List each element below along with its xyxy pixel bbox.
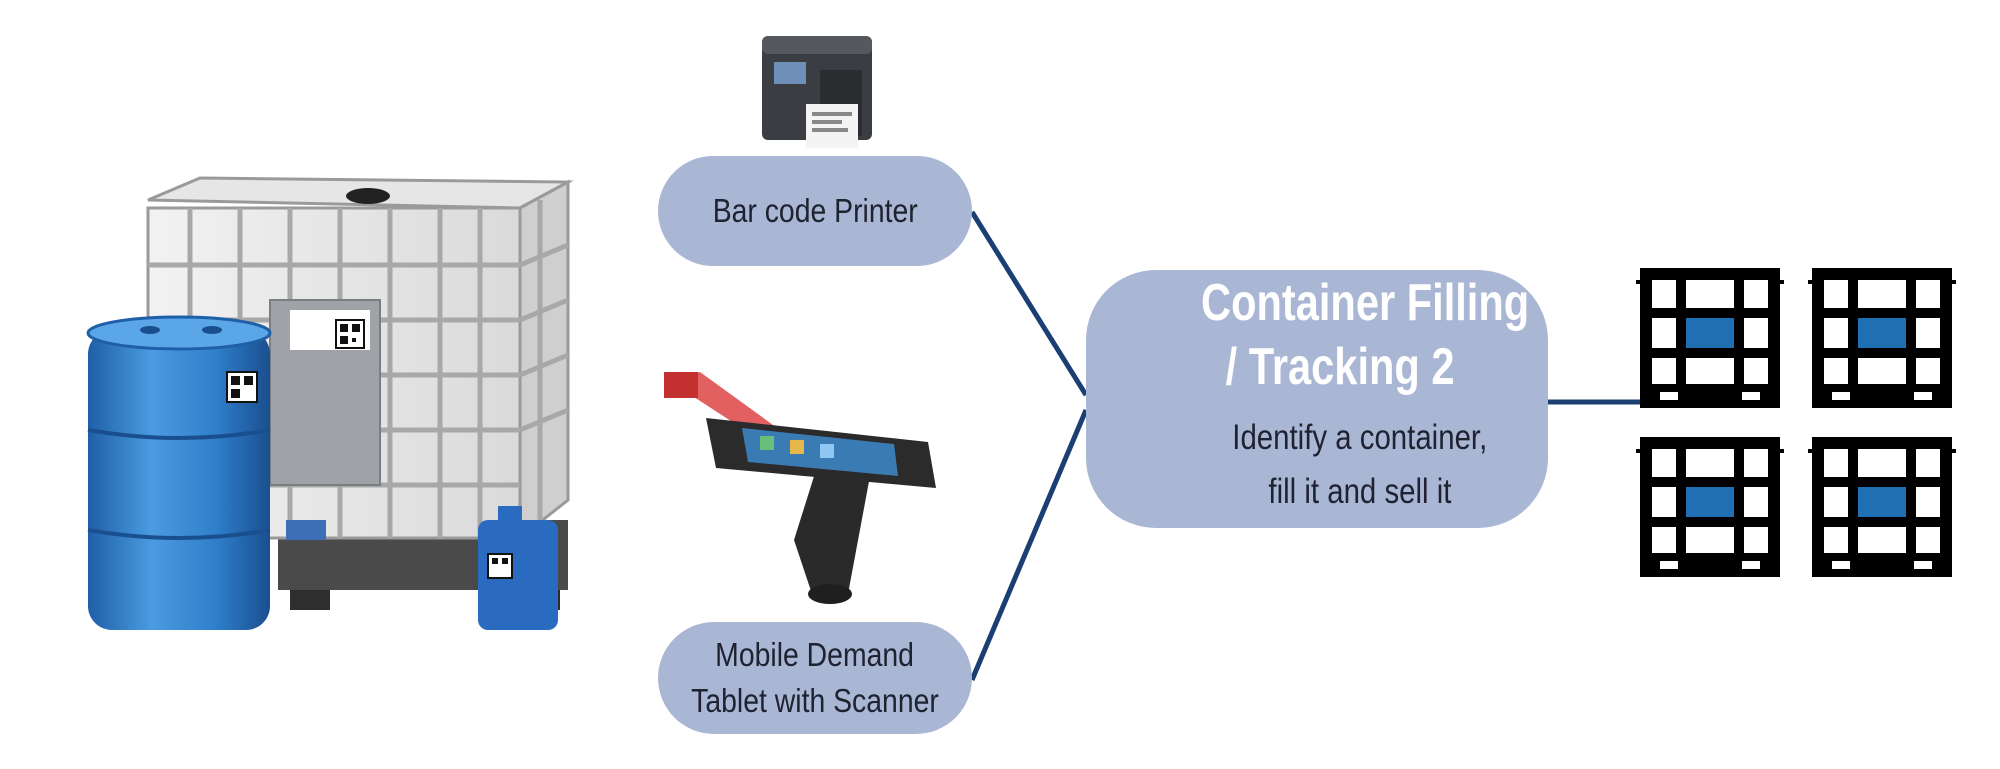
main-node xyxy=(1086,270,1548,528)
ibc-container-icon xyxy=(1808,268,1956,408)
scanner-image xyxy=(664,372,936,604)
printer-image xyxy=(762,36,872,148)
main-description-line-1: Identify a container, xyxy=(1232,418,1488,457)
ibc-container-icon xyxy=(1636,268,1784,408)
printer-label: Bar code Printer xyxy=(712,192,918,229)
main-title-line-1: Container Filling xyxy=(1201,274,1530,332)
connector-lines xyxy=(969,210,1640,681)
tablet-node: Mobile Demand Tablet with Scanner xyxy=(658,622,972,734)
connector-printer xyxy=(969,210,1089,397)
ibc-container-icon xyxy=(1808,437,1956,577)
tablet-label-line-1: Mobile Demand xyxy=(715,636,915,673)
pallet-icons xyxy=(1636,268,1956,577)
ibc-container-icon xyxy=(1636,437,1784,577)
printer-node: Bar code Printer xyxy=(658,156,972,266)
main-description-line-2: fill it and sell it xyxy=(1268,472,1452,511)
connector-tablet xyxy=(969,409,1089,681)
tablet-label-line-2: Tablet with Scanner xyxy=(691,682,939,719)
containers-image xyxy=(86,176,574,630)
main-title-line-2: / Tracking 2 xyxy=(1225,338,1455,396)
